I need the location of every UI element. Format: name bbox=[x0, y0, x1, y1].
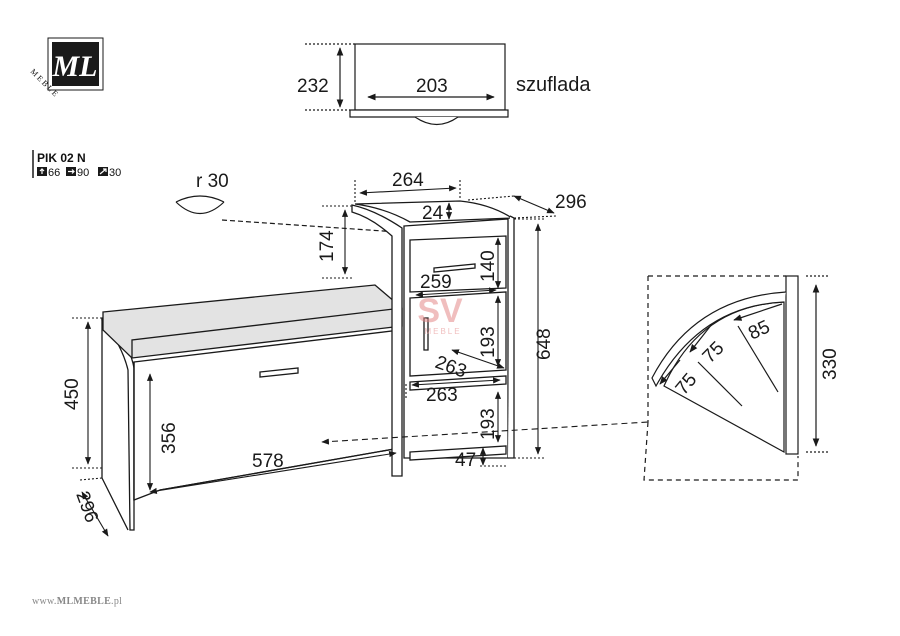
door-handle bbox=[423, 317, 429, 351]
radius-label: r 30 bbox=[196, 171, 229, 192]
upper-side-dim: 174 bbox=[317, 230, 338, 262]
side-depth-dim: 24 bbox=[422, 203, 444, 224]
product-depth: 30 bbox=[109, 167, 121, 179]
watermark-subtext: MEBLE bbox=[424, 327, 461, 336]
footer-suffix: .pl bbox=[111, 596, 122, 607]
brand-logo: ML MEBLE bbox=[29, 37, 104, 100]
main-dimension-lines bbox=[72, 180, 649, 537]
radius-indicator bbox=[175, 195, 399, 235]
total-height-dim: 648 bbox=[534, 328, 555, 360]
detail-height-dim: 330 bbox=[820, 348, 841, 380]
flap-handle bbox=[259, 367, 299, 378]
logo-text: ML bbox=[52, 50, 98, 83]
lower-height-dim: 193 bbox=[478, 408, 499, 440]
watermark-text: SV bbox=[417, 292, 463, 330]
flap-width-dim: 578 bbox=[252, 451, 284, 472]
plinth-dim: 47 bbox=[455, 450, 476, 471]
watermark-logo: SV MEBLE bbox=[417, 292, 463, 336]
drawer-height-main-dim: 140 bbox=[478, 250, 499, 282]
shelf-width-dim: 263 bbox=[426, 385, 458, 406]
drawer-height-dim: 232 bbox=[297, 76, 329, 97]
product-width: 90 bbox=[77, 167, 89, 179]
product-code: PIK 02 N bbox=[37, 151, 86, 165]
drawer-width-dim: 203 bbox=[416, 76, 448, 97]
footer-url: www.MLMEBLE.pl bbox=[32, 596, 122, 607]
bench-height-dim: 450 bbox=[62, 378, 83, 410]
bench-depth-dim: 296 bbox=[71, 489, 102, 526]
drawer-width-main-dim: 259 bbox=[420, 272, 452, 293]
top-depth-dim: 296 bbox=[555, 192, 587, 213]
top-width-dim: 264 bbox=[392, 170, 424, 191]
flap-height-dim: 356 bbox=[159, 422, 180, 454]
corner-detail bbox=[643, 275, 830, 481]
drawer-drawing bbox=[305, 43, 509, 126]
product-height: 66 bbox=[48, 167, 60, 179]
drawer-label: szuflada bbox=[516, 74, 591, 96]
upper-drawer bbox=[409, 235, 507, 293]
drawer-handle bbox=[433, 263, 476, 273]
product-info: PIK 02 N 66 90 30 bbox=[32, 150, 121, 179]
door-height-dim: 193 bbox=[478, 326, 499, 358]
footer-brand: MLMEBLE bbox=[57, 596, 111, 607]
footer-prefix: www. bbox=[32, 596, 57, 607]
